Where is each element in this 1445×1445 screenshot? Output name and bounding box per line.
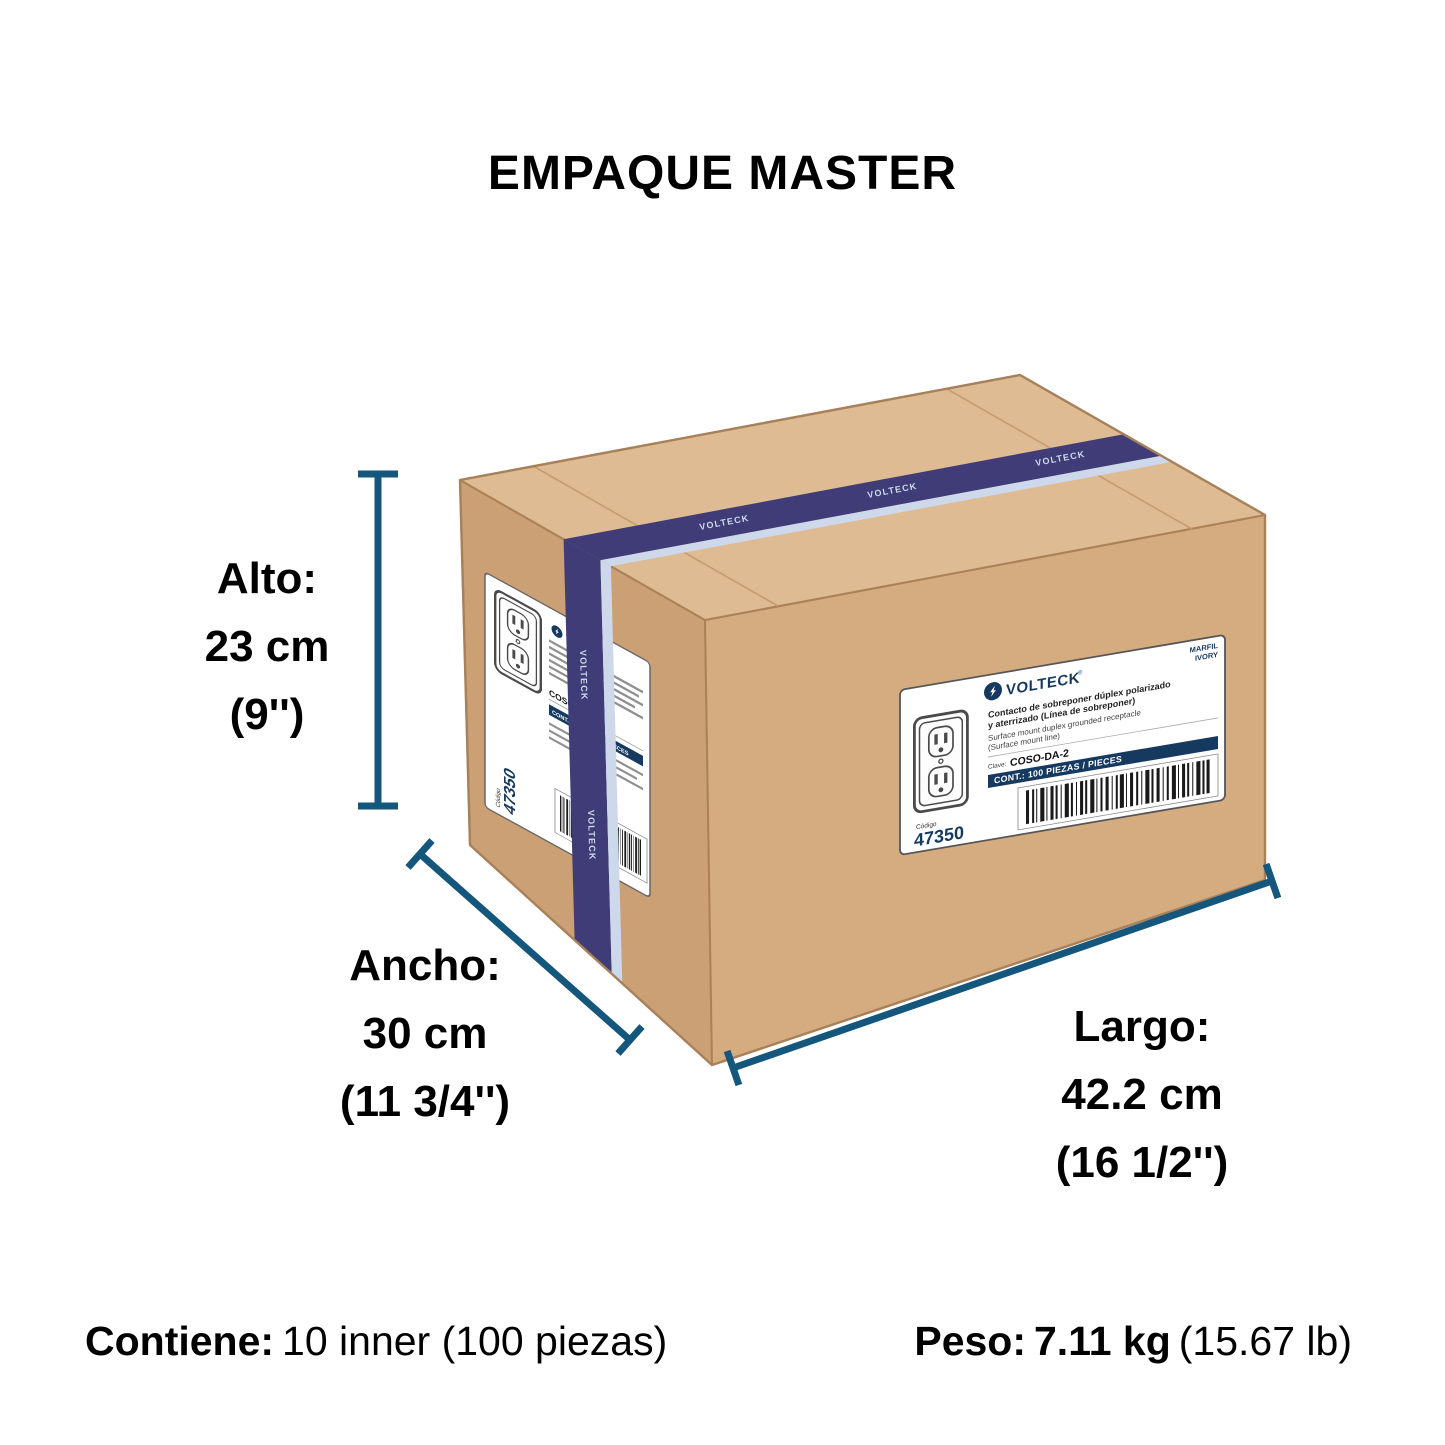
packing-tape	[563, 434, 1162, 974]
weight-value: 7.11 kg	[1034, 1318, 1171, 1364]
alto-value: 23 cm	[204, 622, 330, 671]
svg-text:VOLTECK: VOLTECK	[578, 650, 589, 701]
packing-tape-side	[563, 539, 612, 974]
front-label-finish2: IVORY	[1195, 650, 1218, 663]
contents-line: Contiene:10 inner (100 piezas)	[85, 1318, 675, 1365]
largo-arrow	[723, 862, 1282, 1087]
weight-label: Peso:	[914, 1318, 1026, 1364]
alto-arrow	[358, 470, 398, 810]
side-label-codigo: 47350	[500, 764, 519, 819]
side-label-codigo-caption: Código	[495, 786, 502, 809]
front-product-label: VOLTECK ® MARFIL IVORY Contacto de sobre…	[899, 634, 1226, 856]
largo-dimension-label: Largo: 42.2 cm (16 1/2'')	[992, 993, 1292, 1197]
outlet-icon	[912, 708, 969, 815]
ancho-inches: (11 3/4'')	[339, 1077, 511, 1126]
weight-alt-value: (15.67 lb)	[1178, 1318, 1352, 1364]
largo-inches: (16 1/2'')	[1055, 1138, 1229, 1187]
alto-inches: (9'')	[229, 690, 305, 739]
svg-text:VOLTECK: VOLTECK	[586, 810, 597, 861]
ancho-dimension-label: Ancho: 30 cm (11 3/4'')	[275, 932, 575, 1136]
alto-caption: Alto:	[216, 554, 318, 603]
tape-highlight	[600, 455, 1173, 984]
largo-value: 42.2 cm	[1061, 1070, 1223, 1119]
registered-mark: ®	[1078, 669, 1083, 677]
contents-value: 10 inner (100 piezas)	[282, 1318, 668, 1364]
largo-caption: Largo:	[1073, 1002, 1211, 1051]
alto-dimension-label: Alto: 23 cm (9'')	[117, 545, 417, 749]
page-title: EMPAQUE MASTER	[487, 147, 958, 200]
packing-tape-top	[563, 434, 1162, 561]
weight-line: Peso:7.11 kg(15.67 lb)	[914, 1318, 1360, 1365]
contents-label: Contiene:	[85, 1318, 275, 1364]
dimension-arrows	[358, 470, 1282, 1087]
ancho-arrow	[405, 838, 645, 1056]
ancho-caption: Ancho:	[349, 941, 501, 990]
front-label-codigo-caption: Código	[916, 821, 937, 832]
front-label-clave-caption: Clave:	[988, 761, 1007, 771]
ancho-value: 30 cm	[362, 1009, 488, 1058]
